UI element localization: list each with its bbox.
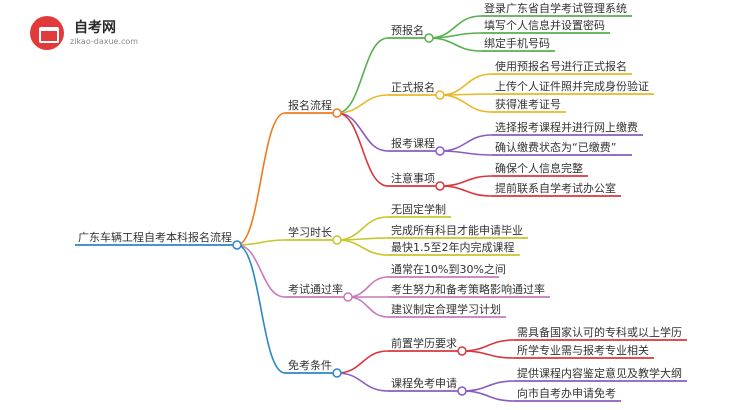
logo: 自考网 zikao-daxue.com: [30, 14, 140, 54]
branch-0-sub-3-leaf-1: 提前联系自学考试办公室: [495, 181, 616, 195]
connector-line: [336, 112, 389, 152]
branch-3-sub-1: 课程免考申请: [391, 376, 457, 390]
branch-0-sub-3-leaf-0: 确保个人信息完整: [495, 161, 583, 175]
connector-line: [428, 32, 482, 39]
connector-line: [336, 372, 389, 392]
branch-1-leaf-0: 无固定学制: [391, 202, 446, 216]
branch-1: 学习时长: [288, 225, 332, 239]
connector-line: [461, 380, 515, 392]
branch-0-sub-0-leaf-1: 填写个人信息并设置密码: [484, 18, 605, 32]
branch-0-sub-2-leaf-1: 确认缴费状态为“已缴费”: [495, 140, 616, 154]
connector-line: [439, 94, 493, 113]
connector-line: [236, 244, 286, 374]
node-dot: [424, 33, 434, 43]
branch-0-sub-1: 正式报名: [391, 80, 435, 94]
branch-0-sub-0-leaf-0: 登录广东省自学考试管理系统: [484, 1, 627, 15]
connector-line: [439, 150, 493, 156]
branch-3-sub-0-leaf-0: 需具备国家认可的专科或以上学历: [517, 325, 682, 339]
connector-line: [236, 112, 286, 246]
connector-line: [347, 276, 389, 298]
connector-line: [336, 350, 389, 374]
connector-line: [461, 339, 515, 352]
branch-0: 报名流程: [288, 98, 332, 112]
connector-line: [461, 350, 515, 359]
branch-0-sub-3: 注意事项: [391, 171, 435, 185]
connector-line: [439, 175, 493, 187]
logo-url: zikao-daxue.com: [70, 37, 139, 46]
connector-line: [336, 239, 389, 256]
node-dot: [435, 90, 445, 100]
branch-2: 考试通过率: [288, 282, 343, 296]
root-node: 广东车辆工程自考本科报名流程: [78, 230, 232, 244]
logo-title: 自考网: [74, 20, 116, 36]
branch-3-sub-0-leaf-1: 所学专业需与报考专业相关: [517, 343, 649, 357]
node-dot: [232, 240, 242, 250]
node-dot: [332, 235, 342, 245]
branch-3: 免考条件: [288, 358, 332, 372]
node-dot: [457, 346, 467, 356]
branch-0-sub-1-leaf-2: 获得准考证号: [495, 98, 561, 111]
connector-line: [236, 244, 286, 298]
connector-line: [336, 94, 389, 114]
branch-1-leaf-2: 最快1.5至2年内完成课程: [391, 240, 515, 254]
node-dot: [435, 181, 445, 191]
branch-2-leaf-2: 建议制定合理学习计划: [391, 302, 501, 316]
branch-0-sub-2: 报考课程: [391, 136, 435, 150]
branch-0-sub-1-leaf-0: 使用预报名号进行正式报名: [495, 59, 627, 73]
branch-1-leaf-1: 完成所有科目才能申请毕业: [391, 223, 523, 237]
branch-0-sub-2-leaf-0: 选择报考课程并进行网上缴费: [495, 120, 638, 134]
node-dot: [343, 292, 353, 302]
connector-line: [461, 390, 515, 402]
connector-line: [439, 185, 493, 197]
branch-0-sub-0-leaf-2: 绑定手机号码: [484, 36, 550, 50]
connector-line: [428, 37, 482, 52]
connector-line: [347, 296, 389, 318]
branch-3-sub-1-leaf-0: 提供课程内容鉴定意见及教学大纲: [517, 366, 682, 380]
graduation-cap-icon: [30, 16, 64, 50]
branch-2-leaf-0: 通常在10%到30%之间: [391, 262, 506, 276]
branch-2-leaf-1: 考生努力和备考策略影响通过率: [391, 282, 545, 296]
branch-0-sub-1-leaf-1: 上传个人证件照并完成身份验证: [495, 79, 649, 93]
node-dot: [332, 108, 342, 118]
connector-line: [336, 216, 389, 241]
connector-line: [236, 239, 286, 246]
node-dot: [435, 146, 445, 156]
connector-line: [336, 37, 389, 114]
connector-line: [336, 112, 389, 187]
node-dot: [457, 386, 467, 396]
node-dot: [332, 368, 342, 378]
branch-3-sub-0: 前置学历要求: [391, 336, 457, 350]
connector-line: [439, 134, 493, 152]
branch-3-sub-1-leaf-1: 向市自考办申请免考: [517, 386, 616, 400]
connector-line: [439, 73, 493, 96]
branch-0-sub-0: 预报名: [391, 23, 424, 37]
